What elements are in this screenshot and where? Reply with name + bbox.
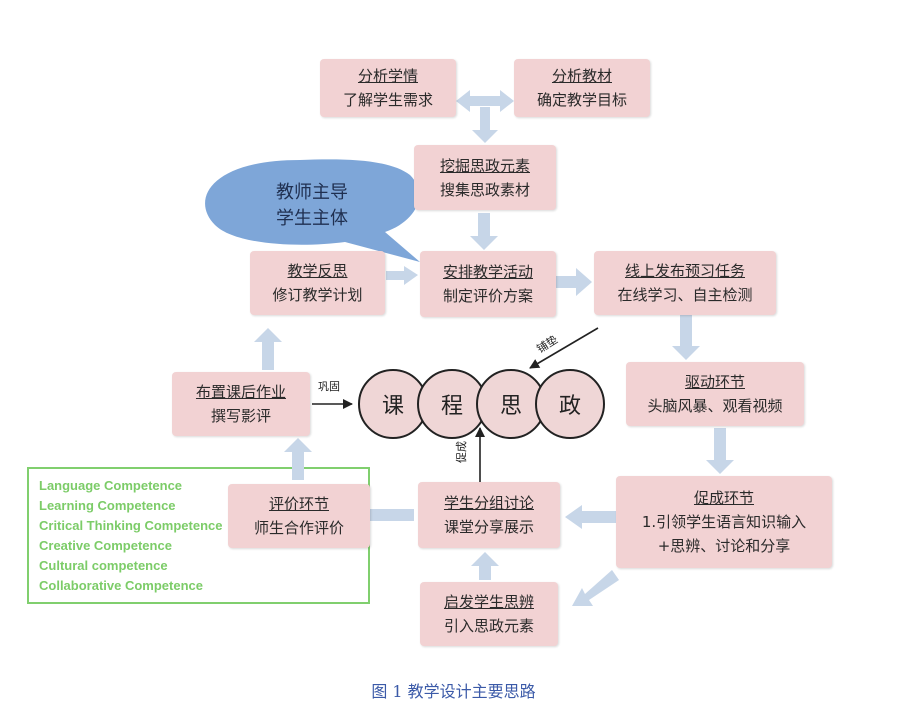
speech-bubble (205, 159, 420, 262)
competence-item: Creative Competence (39, 538, 172, 553)
course-circle-4: 政 (535, 369, 605, 439)
box-online-preview: 线上发布预习任务 在线学习、自主检测 (594, 251, 776, 315)
box-subtitle: 师生合作评价 (253, 519, 344, 537)
double-arrow-analyze (456, 90, 514, 112)
arrow-drive-to-promote (706, 428, 734, 474)
box-analyze-situation: 分析学情 了解学生需求 (320, 59, 456, 117)
box-subtitle: 了解学生需求 (342, 91, 433, 109)
box-subtitle: 制定评价方案 (442, 287, 533, 305)
competence-item: Cultural competence (39, 558, 168, 573)
box-drive: 驱动环节 头脑风暴、观看视频 (626, 362, 804, 426)
bubble-line-1: 教师主导 (276, 182, 348, 203)
arrow-pave (529, 327, 599, 369)
arrow-evaluation-to-homework (284, 438, 312, 480)
box-title: 线上发布预习任务 (624, 262, 745, 280)
competence-item: Critical Thinking Competence (39, 518, 223, 533)
arrow-to-dig (472, 107, 498, 143)
box-subtitle: 搜集思政素材 (439, 180, 530, 199)
box-subtitle: 1.引领学生语言知识输入 (641, 513, 807, 531)
box-subtitle: 撰写影评 (210, 407, 271, 425)
arrow-inspire-to-discussion (471, 552, 499, 580)
figure-caption: 图 1 教学设计主要思路 (371, 682, 536, 701)
box-title: 布置课后作业 (195, 383, 286, 401)
box-title: 促成环节 (693, 489, 754, 507)
box-analyze-material: 分析教材 确定教学目标 (514, 59, 650, 117)
arrow-arrange-to-reflection (386, 266, 418, 285)
competence-item: Learning Competence (39, 498, 176, 513)
box-evaluation: 评价环节 师生合作评价 (228, 484, 370, 548)
box-group-discussion: 学生分组讨论 课堂分享展示 (418, 482, 560, 548)
box-reflection: 教学反思 修订教学计划 (250, 251, 385, 315)
box-inspire: 启发学生思辨 引入思政元素 (420, 582, 558, 646)
box-subtitle: 引入思政元素 (443, 617, 534, 635)
box-title: 分析教材 (551, 67, 612, 85)
arrow-online-to-drive (672, 315, 700, 360)
box-subtitle: 课堂分享展示 (443, 518, 534, 536)
box-title: 安排教学活动 (442, 263, 533, 281)
arrow-dig-to-arrange (470, 213, 498, 250)
arrow-promote-to-inspire (572, 570, 619, 606)
course-circle-1: 课 (358, 369, 428, 439)
box-homework: 布置课后作业 撰写影评 (172, 372, 310, 436)
box-title: 学生分组讨论 (443, 494, 534, 512)
box-subtitle: 修订教学计划 (272, 286, 363, 304)
box-title: 启发学生思辨 (443, 593, 534, 611)
arrow-promote-to-discussion (565, 505, 616, 529)
box-subtitle: 确定教学目标 (536, 91, 627, 109)
competence-item: Language Competence (39, 478, 183, 493)
bubble-line-2: 学生主体 (276, 208, 348, 229)
label-promote: 促成 (455, 441, 468, 463)
box-promote: 促成环节 1.引领学生语言知识输入 +思辨、讨论和分享 (616, 476, 832, 568)
label-consolidate: 巩固 (318, 380, 340, 393)
box-title: 评价环节 (268, 495, 329, 513)
course-circle-2: 程 (417, 369, 487, 439)
competence-item: Collaborative Competence (39, 578, 203, 593)
arrow-homework-to-reflection (254, 328, 282, 370)
box-arrange-activities: 安排教学活动 制定评价方案 (420, 251, 556, 317)
box-title: 驱动环节 (684, 373, 745, 391)
box-title: 挖掘思政元素 (439, 156, 530, 175)
box-dig-elements: 挖掘思政元素 搜集思政素材 (414, 145, 556, 210)
box-subtitle: 在线学习、自主检测 (617, 286, 753, 304)
course-circle-3: 思 (476, 369, 546, 439)
arrow-arrange-to-online (556, 268, 592, 296)
box-subtitle: 头脑风暴、观看视频 (647, 397, 783, 415)
box-title: 分析学情 (357, 67, 418, 85)
box-subtitle: +思辨、讨论和分享 (657, 537, 791, 555)
box-title: 教学反思 (287, 262, 348, 280)
bubble-text: 教师主导 学生主体 (262, 180, 362, 232)
